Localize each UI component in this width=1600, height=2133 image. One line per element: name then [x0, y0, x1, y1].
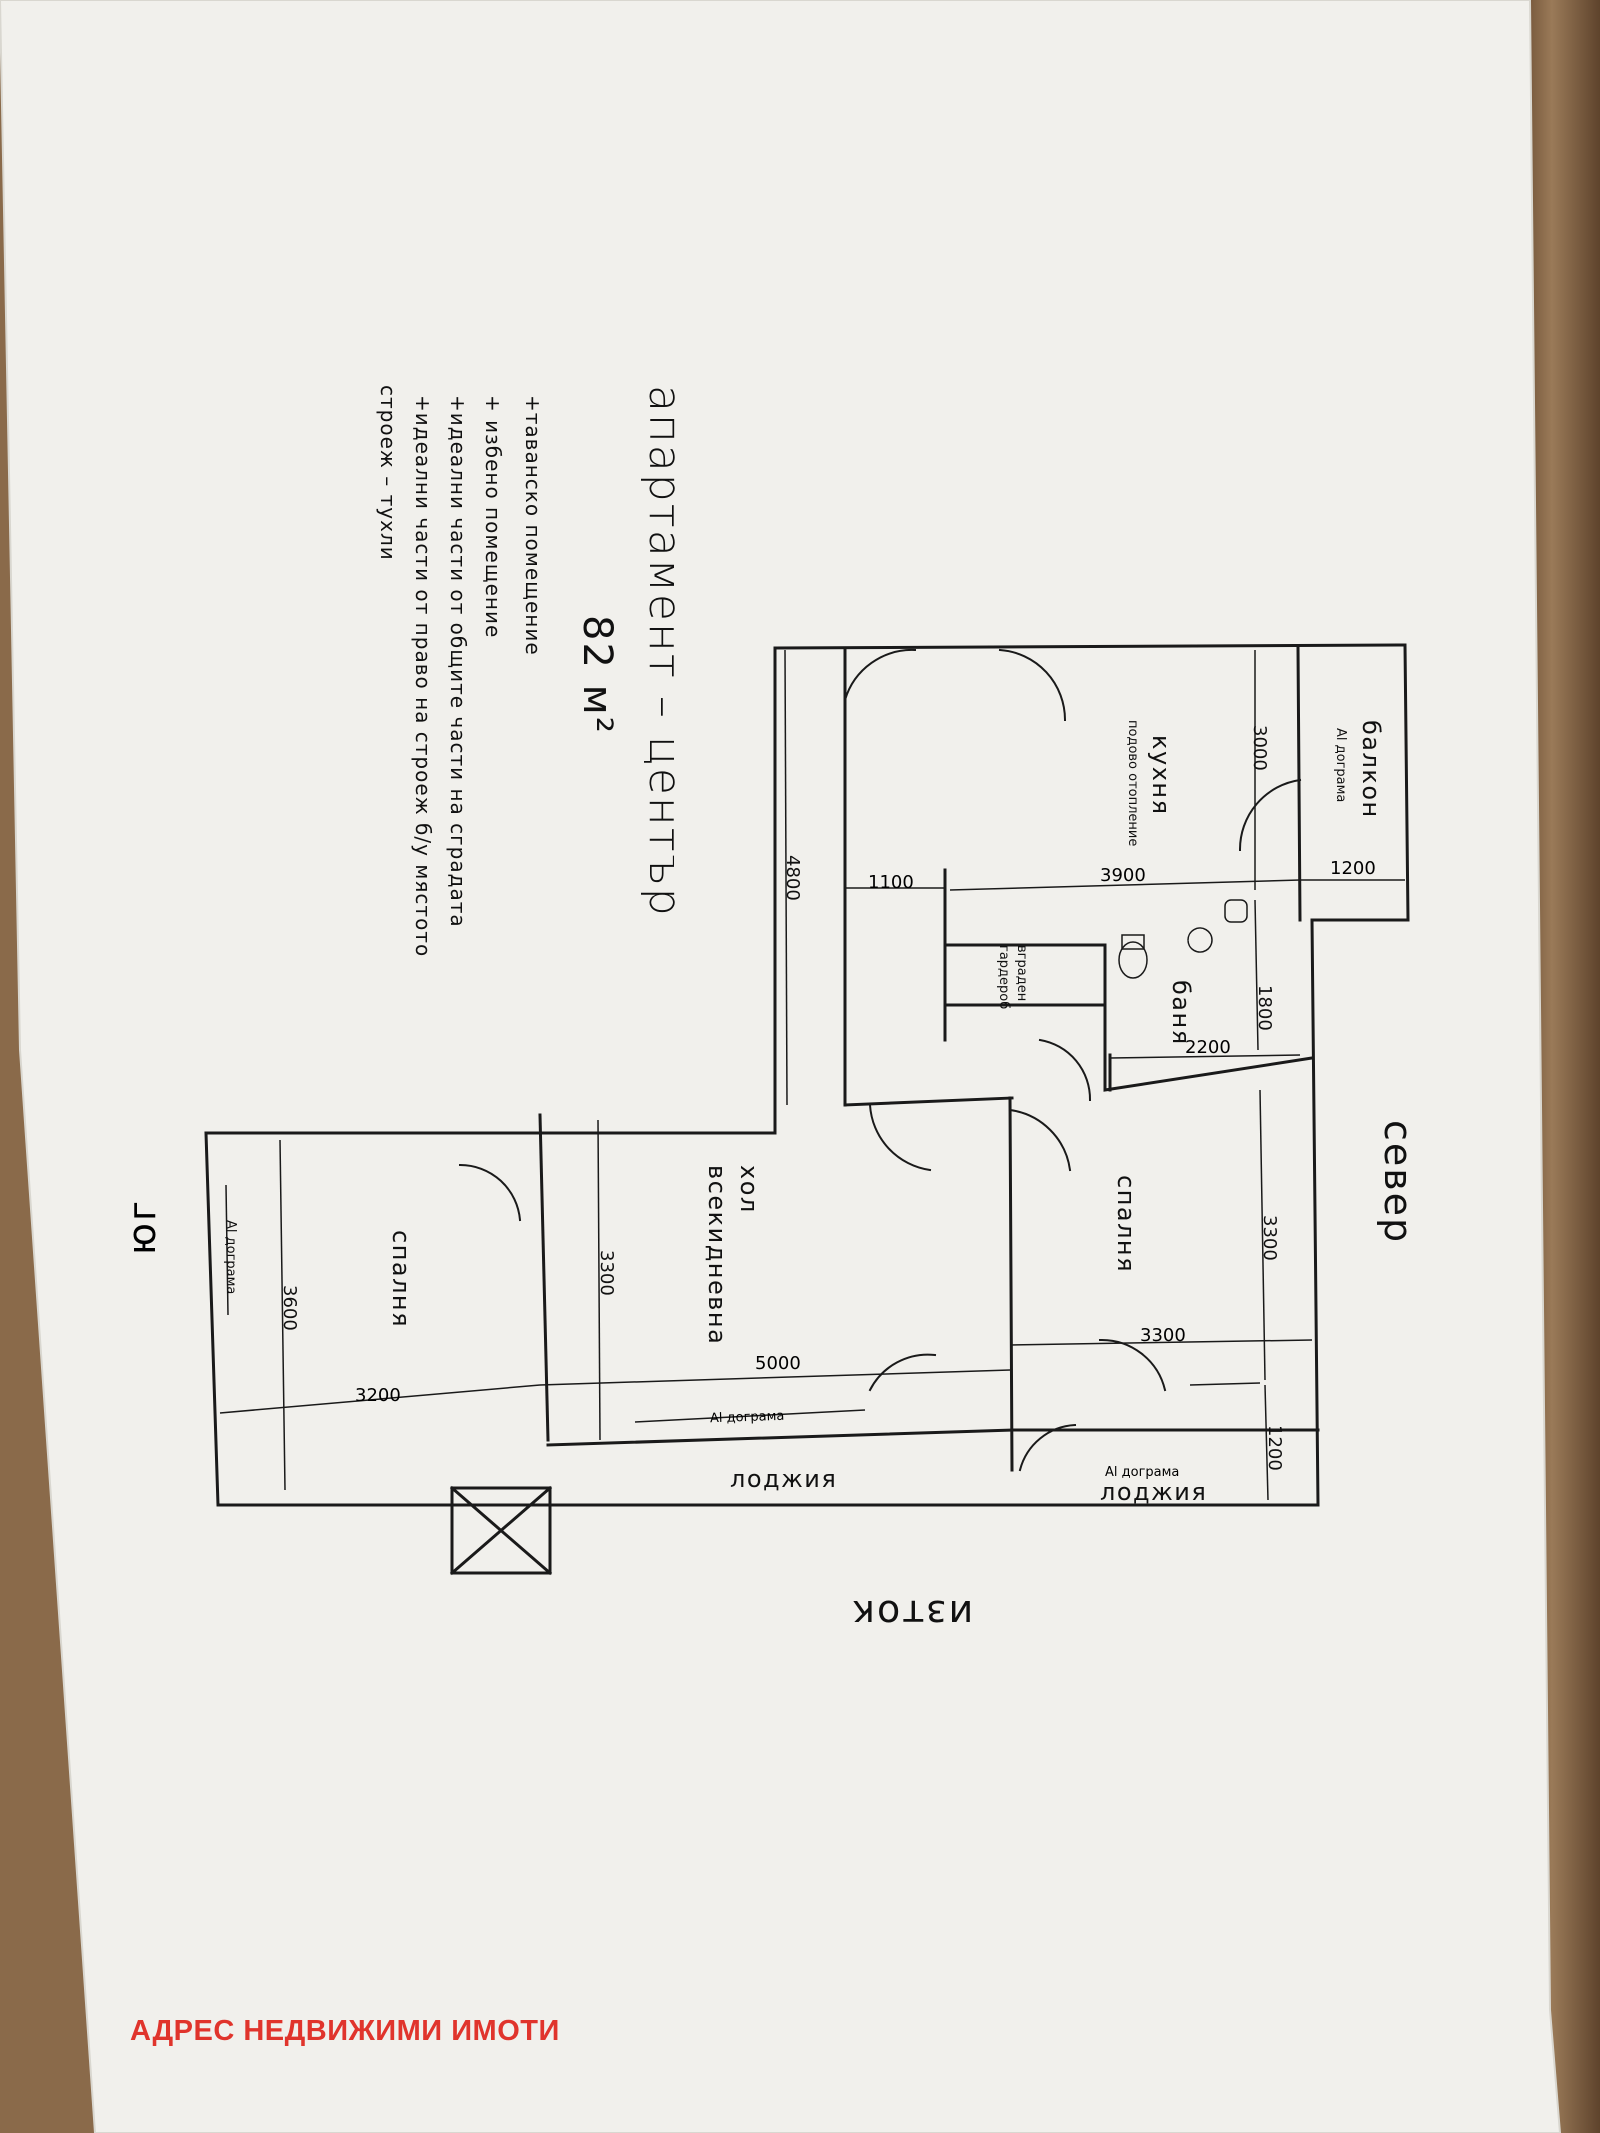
window-line-bedroom	[225, 1184, 229, 1316]
note-attic: +таванско помещение	[521, 395, 545, 656]
compass-north: север	[1376, 1120, 1420, 1245]
toilet-icon	[1118, 941, 1148, 979]
dim-line-5000	[539, 1369, 1011, 1386]
bedroom-south-window-note: Al дограма	[223, 1220, 238, 1295]
outer-wall-south	[204, 646, 777, 1507]
kitchen-heating-note: подово отопление	[1125, 720, 1140, 847]
room-balcony: балкон	[1357, 720, 1385, 819]
room-bedroom-south: спалня	[387, 1230, 415, 1329]
dim-3600: 3600	[279, 1285, 300, 1331]
dim-2200: 2200	[1185, 1037, 1231, 1058]
loggia-north-window-note: Al дограма	[1105, 1465, 1180, 1480]
dim-line-1800	[1254, 899, 1259, 1051]
paper-polygon	[0, 0, 1560, 2133]
compass-south: юг	[120, 1199, 164, 1255]
dim-3300-north: 3300	[1259, 1215, 1280, 1261]
bath-wall	[1103, 943, 1314, 1092]
room-kitchen: кухня	[1147, 735, 1175, 816]
outer-wall	[773, 643, 1410, 922]
corridor-door-wall	[843, 1096, 1014, 1107]
living-south-wall	[538, 1113, 550, 1442]
bedroom-north-wall	[1008, 1096, 1014, 1472]
room-wardrobe: вграден гардероб	[996, 945, 1029, 1010]
plan-area: 82 м²	[574, 615, 620, 735]
dim-1200-top: 1200	[1330, 858, 1376, 879]
room-bathroom: баня	[1167, 980, 1195, 1046]
loggia-south-wall	[546, 1428, 1014, 1447]
dim-line-4800	[784, 649, 788, 1106]
dim-3300-living: 3300	[596, 1250, 617, 1296]
dim-line-3300-n	[1259, 1089, 1266, 1381]
outer-wall-east	[549, 918, 1320, 1507]
dim-line-3200	[219, 1384, 541, 1414]
agency-watermark: АДРЕС НЕДВИЖИМИ ИМОТИ	[130, 2015, 560, 2047]
dim-line-2200	[1109, 1054, 1301, 1059]
dim-line-3300-living	[597, 1119, 601, 1441]
shaft-box	[450, 1486, 552, 1575]
room-loggia-south: лоджия	[730, 1465, 838, 1493]
window-line-loggia	[1189, 1382, 1261, 1386]
dim-3300-north-2: 3300	[1140, 1325, 1186, 1346]
dim-line-3900	[949, 879, 1301, 891]
dim-5000: 5000	[755, 1353, 801, 1374]
dim-4800: 4800	[782, 855, 803, 901]
room-living: хол всекидневна	[703, 1165, 763, 1346]
dim-1200-bottom: 1200	[1264, 1425, 1285, 1471]
dim-line-3300-n2	[1009, 1339, 1313, 1346]
note-building-right: +идеални части от право на строеж б/у мя…	[411, 395, 435, 958]
dim-3900: 3900	[1100, 865, 1146, 886]
room-loggia-north: лоджия	[1100, 1478, 1208, 1506]
kitchen-balcony-wall	[1296, 646, 1302, 922]
living-window-note: Al дограма	[709, 1408, 785, 1427]
dim-3200: 3200	[355, 1385, 401, 1406]
dim-1100: 1100	[868, 872, 914, 893]
compass-east: изток	[850, 1592, 974, 1636]
window-line-living	[634, 1409, 866, 1423]
plan-title: апартамент – център	[639, 385, 690, 918]
dim-1800: 1800	[1254, 985, 1275, 1031]
note-construction: строеж – тухли	[376, 385, 400, 561]
room-bedroom-north: спалня	[1112, 1175, 1140, 1274]
dim-3000: 3000	[1249, 725, 1270, 771]
note-basement: + избено помещение	[481, 395, 505, 639]
note-common-parts: +идеални части от общите части на сграда…	[446, 395, 470, 928]
balcony-window-note: Al дограма	[1333, 728, 1348, 803]
dim-line-3600	[279, 1139, 286, 1491]
dim-line-1200-bottom	[1264, 1384, 1269, 1501]
